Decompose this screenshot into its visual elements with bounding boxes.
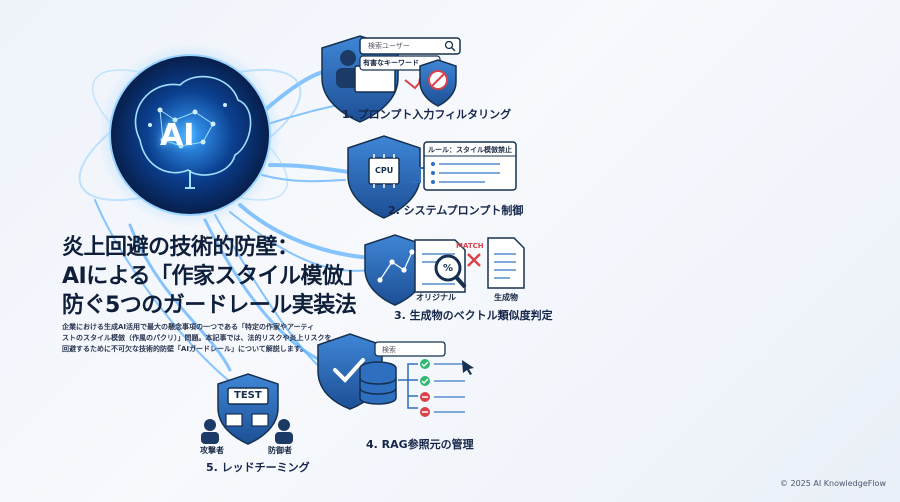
- step2-rule-text: ルール：スタイル模倣禁止: [428, 146, 512, 154]
- description: 企業における生成AI活用で最大の懸念事項の一つである「特定の作家やアーティ スト…: [62, 322, 342, 355]
- step5-defender-text: 防御者: [268, 446, 292, 455]
- page-title: 炎上回避の技術的防壁： AIによる「作家スタイル模倣」を 防ぐ5つのガードレール…: [62, 233, 387, 320]
- attacker-icon: [201, 419, 219, 444]
- step5-label: 5. レッドチーミング: [206, 461, 310, 474]
- database-icon: [359, 361, 397, 405]
- block-icon-2: [420, 407, 430, 417]
- step2-chip-text: CPU: [375, 166, 394, 175]
- step1-label: 1. プロンプト入力フィルタリング: [342, 108, 512, 121]
- block-icon: [428, 70, 448, 90]
- search-icon: [444, 40, 456, 52]
- step3-label: 3. 生成物のベクトル類似度判定: [394, 309, 553, 322]
- check-icon-2: [420, 376, 430, 386]
- step3-original-text: オリジナル: [416, 293, 456, 302]
- description-line-1: 企業における生成AI活用で最大の懸念事項の一つである「特定の作家やアーティ: [62, 323, 315, 331]
- title-line-3: 防ぐ5つのガードレール実装法: [62, 293, 357, 318]
- description-line-2: ストのスタイル模倣（作風のパクリ）」問題。本記事では、法的リスクや炎上リスクを: [62, 334, 332, 342]
- copyright: © 2025 AI KnowledgeFlow: [779, 479, 886, 488]
- step3-match-text: MATCH: [456, 242, 484, 250]
- title-line-2: AIによる「作家スタイル模倣」を: [62, 264, 387, 289]
- step3-generated-text: 生成物: [494, 293, 518, 302]
- block-icon-1: [420, 392, 430, 402]
- step4-label: 4. RAG参照元の管理: [366, 438, 474, 451]
- magnifier-icon: [434, 254, 467, 289]
- cursor-icon: [462, 360, 474, 375]
- step3-percent-text: %: [443, 263, 454, 274]
- brain-icon: [134, 75, 252, 189]
- step5-attacker-text: 攻撃者: [200, 446, 224, 455]
- brain-label: AI: [160, 118, 195, 153]
- cpu-chip-icon: [368, 154, 400, 188]
- description-line-3: 回避するために不可欠な技術的防壁「AIガードレール」について解説します。: [62, 345, 308, 353]
- step1-input-text: 有害なキーワード: [363, 59, 419, 67]
- step4-search-text: 検索: [382, 346, 396, 354]
- step2-label: 2. システムプロンプト制御: [388, 204, 524, 217]
- defender-icon: [275, 419, 293, 444]
- mismatch-icon: [467, 253, 481, 267]
- step5-test-text: TEST: [234, 390, 262, 401]
- step1-search-text: 検索ユーザー: [368, 42, 410, 50]
- check-icon: [420, 359, 430, 369]
- title-line-1: 炎上回避の技術的防壁：: [62, 235, 299, 260]
